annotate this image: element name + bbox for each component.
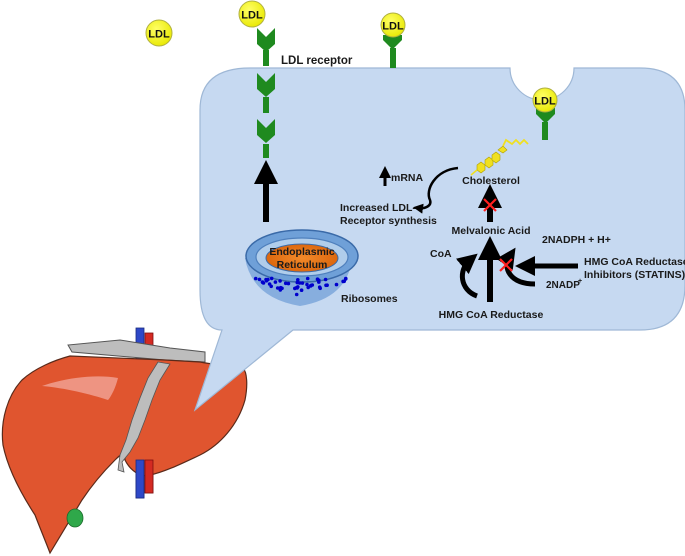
- curved-arrow-cholesterol-to-synthesis: [413, 166, 459, 214]
- coa-label: CoA: [430, 248, 452, 260]
- ribosome-dot: [297, 281, 302, 285]
- ribosome-dot: [266, 277, 270, 282]
- cholesterol-tail: [502, 138, 529, 147]
- ribosome-dot: [269, 276, 274, 281]
- svg-text:LDL: LDL: [148, 29, 170, 41]
- ribosome-dot: [267, 282, 272, 286]
- ribosome-dot: [257, 277, 262, 282]
- increased-synthesis-line2: Receptor synthesis: [340, 215, 437, 227]
- ribosome-dots: [253, 276, 348, 297]
- ldl-receptor-surface: [257, 28, 275, 66]
- ldl-receptor-vesicle-1: [257, 73, 275, 113]
- ribosome-dot: [318, 286, 323, 291]
- aorta-lower: [144, 459, 154, 494]
- svg-text:LDL: LDL: [382, 21, 404, 33]
- ribosome-dot: [294, 292, 299, 297]
- ribosome-dot: [261, 281, 266, 285]
- liver-illustration: [1, 327, 248, 555]
- ribosome-dot: [278, 288, 283, 292]
- svg-text:LDL: LDL: [241, 10, 263, 22]
- mrna-label: mRNA: [391, 172, 424, 184]
- statin-label-line1: HMG CoA Reductase: [584, 256, 685, 268]
- ldl-receptor-vesicle-2: [257, 119, 275, 158]
- ribosome-dot: [299, 288, 304, 293]
- ribosome-dot: [278, 279, 282, 283]
- ldl-particle-bound-top: LDL: [238, 0, 266, 28]
- ribosome-dot: [308, 284, 313, 288]
- inhibition-x-icon-upper: [483, 198, 497, 212]
- nadph-curved-arrow: [496, 247, 536, 287]
- nadph-label: 2NADPH + H+: [542, 234, 611, 246]
- vena-cava-lower: [135, 459, 145, 499]
- nadp-superscript: +: [578, 278, 582, 285]
- ribosome-dot: [343, 277, 348, 281]
- ribosome-dot: [300, 281, 305, 285]
- ldl-receptor-label: LDL receptor: [281, 55, 353, 67]
- er-label-line2: Reticulum: [277, 259, 328, 271]
- ribosome-dot: [324, 283, 328, 288]
- ribosome-dot: [305, 282, 309, 287]
- hmg-coa-reductase-label: HMG CoA Reductase: [439, 309, 544, 321]
- cholesterol-molecule-icon: [476, 145, 508, 174]
- ribosomes-label: Ribosomes: [341, 293, 398, 305]
- liver-highlight: [42, 376, 118, 400]
- ribosome-dot: [323, 277, 328, 282]
- ldl-receptor-endocytosis: LDL: [532, 87, 558, 140]
- ribosome-dot: [296, 285, 300, 289]
- increased-synthesis-line1: Increased LDL-: [340, 202, 416, 214]
- svg-text:LDL: LDL: [534, 96, 556, 108]
- ribosome-dot: [275, 286, 280, 290]
- endoplasmic-reticulum: Endoplasmic Reticulum: [245, 229, 359, 306]
- ribosome-dot: [296, 278, 300, 282]
- gallbladder: [66, 508, 84, 528]
- cholesterol-oh: [470, 169, 478, 176]
- cholesterol-label: Cholesterol: [462, 175, 520, 187]
- ribosome-dot: [334, 282, 339, 287]
- er-core: [265, 243, 339, 273]
- ribosome-dot: [283, 281, 288, 286]
- melvalonic-acid-label: Melvalonic Acid: [452, 225, 531, 237]
- statin-label-line2: Inhibitors (STATINS): [584, 269, 685, 281]
- ribosome-dot: [341, 279, 345, 284]
- ldl-receptor-bound-right: LDL: [380, 12, 406, 68]
- ribosome-dot: [253, 276, 258, 281]
- falciform-ligament: [117, 361, 171, 473]
- ribosome-dot: [305, 276, 310, 281]
- nadp-label: 2NADP: [546, 280, 580, 291]
- ldl-particle-free: LDL: [145, 19, 173, 47]
- er-label-line1: Endoplasmic: [269, 246, 335, 258]
- ribosome-dot: [273, 280, 278, 284]
- ribosome-dot: [286, 281, 291, 286]
- ribosome-dot: [317, 280, 321, 284]
- coa-curved-arrow: [455, 253, 479, 299]
- inhibition-x-icon-lower: [499, 258, 513, 272]
- ligament-band: [67, 339, 206, 363]
